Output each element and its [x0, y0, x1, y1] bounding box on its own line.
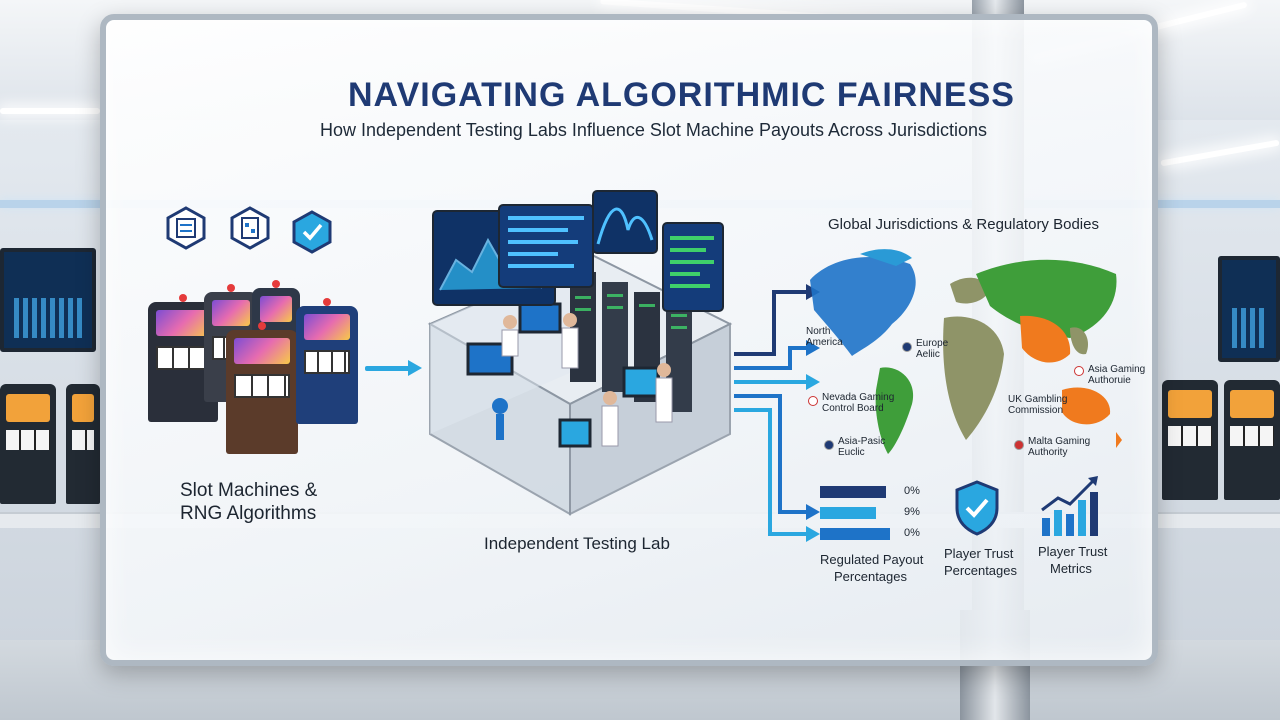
floating-dashboard — [662, 222, 724, 312]
payout-label-line2: Percentages — [834, 569, 907, 584]
world-map — [810, 249, 1122, 454]
payout-bar — [820, 528, 890, 540]
payout-bar — [820, 486, 886, 498]
trust-label-line1: Player Trust — [944, 546, 1014, 561]
map-heading: Global Jurisdictions & Regulatory Bodies — [828, 216, 1099, 233]
page-subtitle: How Independent Testing Labs Influence S… — [320, 120, 988, 140]
trust-label-line2: Percentages — [944, 563, 1017, 578]
shield-check-hex-icon — [292, 210, 332, 254]
branching-flow-arrows — [734, 284, 820, 542]
testing-lab-label: Independent Testing Lab — [484, 534, 670, 553]
checklist-hex-icon — [166, 206, 206, 250]
slot-machine — [226, 322, 298, 454]
flow-arrow-line — [365, 366, 411, 371]
background-slot-machine — [0, 384, 56, 504]
metrics-label-line2: Metrics — [1050, 561, 1092, 576]
payout-bar — [820, 507, 876, 519]
slot-machines-label-line2: RNG Algorithms — [180, 503, 317, 524]
wall-monitor-left — [0, 248, 96, 352]
flag-icon — [1014, 440, 1024, 450]
payout-bar-value: 0% — [904, 485, 920, 497]
floating-dashboard — [592, 190, 658, 254]
floating-dashboard — [498, 204, 594, 288]
flag-icon — [1074, 366, 1084, 376]
background-slot-machine — [1162, 380, 1218, 500]
flow-arrow-head — [408, 360, 422, 376]
background-slot-machine — [66, 384, 100, 504]
payout-bar-value: 0% — [904, 527, 920, 539]
payout-bar-value: 9% — [904, 506, 920, 518]
document-hex-icon — [230, 206, 270, 250]
payout-label-line1: Regulated Payout — [820, 552, 924, 567]
flag-icon — [902, 342, 912, 352]
background-slot-machine — [1224, 380, 1280, 500]
growth-chart-icon — [1041, 476, 1098, 536]
ceiling-light — [1160, 139, 1280, 167]
flag-icon — [808, 396, 818, 406]
slot-machine — [148, 294, 218, 422]
slot-machines-label-line1: Slot Machines & — [180, 480, 318, 501]
slot-machine — [296, 298, 358, 424]
page-title: NAVIGATING ALGORITHMIC FAIRNESS — [348, 76, 1015, 114]
shield-check-icon — [955, 480, 999, 536]
flag-icon — [824, 440, 834, 450]
ceiling-light — [0, 108, 100, 114]
metrics-label-line1: Player Trust — [1038, 544, 1108, 559]
wall-monitor-right — [1218, 256, 1280, 362]
